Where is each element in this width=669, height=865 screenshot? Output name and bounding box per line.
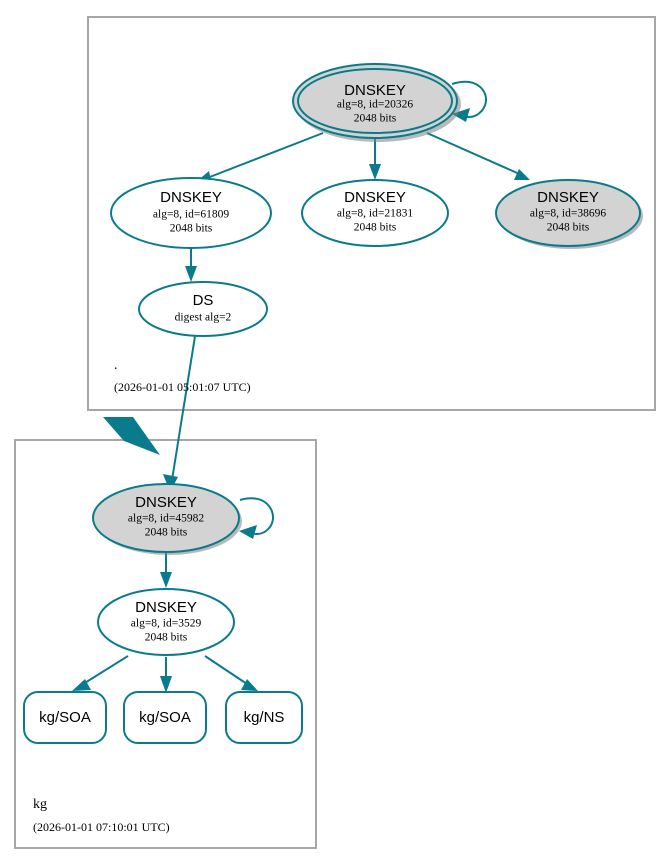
edges-delegation [103, 329, 197, 492]
edge-kg-zsk-to-ns [204, 655, 251, 687]
edge-self-loop-root-ksk [451, 81, 488, 118]
node-dnskey-45982[interactable]: DNSKEY alg=8, id=45982 2048 bits [92, 483, 242, 555]
node-dnskey-61809[interactable]: DNSKEY alg=8, id=61809 2048 bits [110, 177, 272, 249]
edge-ds-to-kg-ksk-arrowhead [163, 474, 178, 492]
node-ds-root-title: DS [193, 292, 214, 309]
node-dnskey-21831-ellipse [301, 179, 449, 247]
node-dnskey-3529-detail: alg=8, id=3529 [131, 618, 202, 630]
zone-label-root-timestamp: (2026-01-01 05:01:07 UTC) [114, 380, 251, 394]
edge-self-loop-root-ksk-arrowhead [452, 108, 470, 122]
node-dnskey-61809-detail: alg=8, id=61809 [153, 209, 229, 221]
node-dnskey-20326-size: 2048 bits [354, 113, 397, 125]
node-dnskey-45982-size: 2048 bits [145, 527, 188, 539]
node-dnskey-38696-detail: alg=8, id=38696 [530, 208, 606, 220]
node-dnskey-45982-title: DNSKEY [135, 494, 197, 511]
node-dnskey-21831-size: 2048 bits [354, 222, 397, 234]
edge-root-ksk-to-21831-arrowhead [369, 164, 381, 180]
zone-cluster-root [87, 16, 656, 411]
node-rrset-kg-ns-box [225, 691, 303, 744]
edge-kg-zsk-to-soa-2-arrowhead [160, 676, 172, 693]
node-ds-root-detail: digest alg=2 [175, 312, 232, 324]
edge-self-loop-kg-ksk-arrowhead [239, 525, 257, 539]
zone-cluster-kg [14, 439, 317, 849]
node-ds-root[interactable]: DS digest alg=2 [138, 281, 268, 337]
edge-kg-zsk-to-ns-arrowhead [241, 679, 258, 691]
node-rrset-kg-soa-1-label: kg/SOA [39, 709, 91, 726]
edge-kg-zsk-to-soa-1 [79, 655, 129, 687]
node-rrset-kg-ns[interactable]: kg/NS [225, 691, 303, 744]
node-rrset-kg-soa-1-box [23, 691, 107, 744]
node-rrset-kg-soa-1[interactable]: kg/SOA [23, 691, 107, 744]
node-dnskey-38696[interactable]: DNSKEY alg=8, id=38696 2048 bits [495, 179, 643, 249]
zone-label-root-name: . [114, 358, 118, 373]
node-dnskey-61809-ellipse [110, 177, 272, 249]
node-rrset-kg-soa-2[interactable]: kg/SOA [123, 691, 207, 744]
node-dnskey-21831-detail: alg=8, id=21831 [337, 208, 413, 220]
node-dnskey-20326-inner-ellipse [297, 68, 453, 134]
node-dnskey-20326[interactable]: DNSKEY alg=8, id=20326 2048 bits [292, 63, 461, 142]
edge-root-ksk-to-38696 [426, 132, 525, 177]
zone-label-kg-timestamp: (2026-01-01 07:10:01 UTC) [33, 820, 170, 834]
node-dnskey-61809-size: 2048 bits [170, 223, 213, 235]
zone-label-kg-name: kg [33, 797, 47, 812]
edge-61809-to-ds-arrowhead [185, 266, 197, 282]
node-rrset-kg-soa-2-box [123, 691, 207, 744]
node-dnskey-45982-detail: alg=8, id=45982 [128, 513, 204, 525]
node-dnskey-20326-title: DNSKEY [344, 82, 406, 99]
node-rrset-kg-ns-label: kg/NS [244, 709, 285, 726]
node-dnskey-3529[interactable]: DNSKEY alg=8, id=3529 2048 bits [97, 588, 235, 656]
node-rrset-kg-soa-2-label: kg/SOA [139, 709, 191, 726]
edge-kg-ksk-to-kg-zsk-arrowhead [160, 572, 172, 588]
edge-self-loop-kg-ksk [239, 497, 275, 535]
zone-label-kg: kg (2026-01-01 07:10:01 UTC) [33, 797, 170, 834]
edge-ds-to-kg-ksk [171, 329, 197, 481]
node-dnskey-3529-ellipse [97, 588, 235, 656]
edges-root-zone [185, 81, 530, 282]
node-dnskey-3529-title: DNSKEY [135, 599, 197, 616]
node-dnskey-38696-ellipse [495, 179, 641, 247]
zone-label-root: . (2026-01-01 05:01:07 UTC) [114, 358, 251, 394]
node-ds-root-ellipse [138, 281, 268, 337]
node-dnskey-61809-title: DNSKEY [160, 189, 222, 206]
node-dnskey-38696-size: 2048 bits [547, 222, 590, 234]
node-dnskey-3529-size: 2048 bits [145, 632, 188, 644]
delegation-arrow-root-to-kg [103, 417, 160, 455]
node-dnskey-20326-detail: alg=8, id=20326 [337, 99, 413, 111]
edges-kg-zone [72, 497, 275, 693]
edge-root-ksk-to-61809 [201, 132, 324, 181]
node-dnskey-38696-title: DNSKEY [537, 189, 599, 206]
node-dnskey-21831[interactable]: DNSKEY alg=8, id=21831 2048 bits [301, 179, 449, 247]
node-dnskey-21831-title: DNSKEY [344, 189, 406, 206]
edge-root-ksk-to-38696-arrowhead [514, 169, 530, 180]
node-dnskey-45982-ellipse [92, 483, 240, 553]
edge-kg-zsk-to-soa-1-arrowhead [72, 679, 91, 691]
